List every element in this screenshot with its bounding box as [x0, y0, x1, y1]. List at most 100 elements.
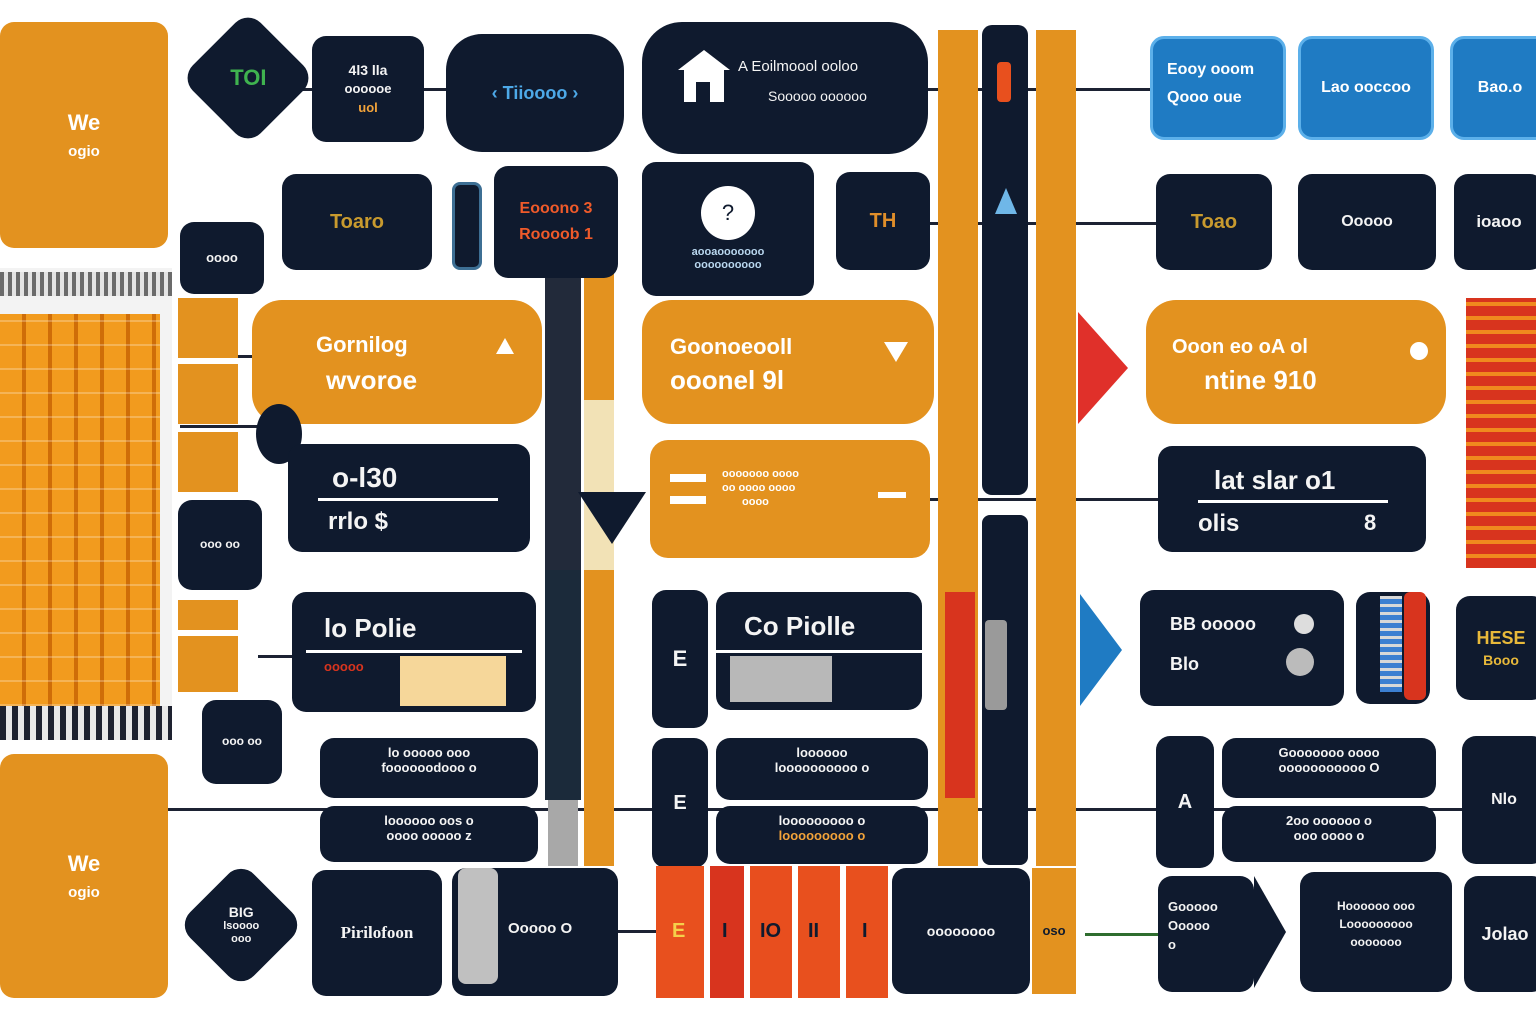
small-node-label: ooo oo	[200, 537, 240, 552]
pill-node[interactable]: ‹ Tiioooo ›	[446, 34, 624, 152]
chevron-down-icon	[884, 342, 908, 362]
orange-node[interactable]: ooooooo oooo oo oooo oooo oooo	[650, 440, 930, 558]
lightbulb-icon: ?	[701, 186, 755, 241]
node-label: ioaoo	[1476, 212, 1522, 232]
slider-handle[interactable]	[878, 492, 906, 498]
node-box[interactable]: Jolao	[1464, 876, 1536, 992]
dark-line: olis	[1198, 510, 1240, 537]
orange-small-line: ooooooo oooo	[722, 468, 799, 480]
header-node[interactable]: A Eoilmoool ooloo Sooooo oooooo	[642, 22, 928, 154]
node-line: Hoooooo ooo	[1337, 899, 1415, 913]
connector-line	[900, 498, 1160, 501]
node-box[interactable]: Pirilofoon	[312, 870, 442, 996]
node-box[interactable]: Ooooo	[1298, 174, 1436, 270]
orange-small-line: oo oooo oooo	[722, 482, 796, 494]
node-box[interactable]: ioaoo	[1454, 174, 1536, 270]
server-rack-image	[0, 268, 172, 740]
node-box[interactable]: Toaro	[282, 174, 432, 270]
diamond-node[interactable]: BIG lsoooo ooo	[177, 861, 305, 989]
node-label: Jolao	[1481, 923, 1529, 944]
node-label: Pirilofoon	[340, 923, 414, 943]
node-box[interactable]: oooooooo	[892, 868, 1030, 994]
small-node[interactable]: oooo	[180, 222, 264, 294]
dark-node[interactable]: o-l30 rrlo $	[288, 444, 530, 552]
node-box[interactable]: Hoooooo ooo Looooooooo ooooooo	[1300, 872, 1452, 992]
text-line: lo ooooo ooo	[387, 745, 471, 760]
node-box[interactable]: Toao	[1156, 174, 1272, 270]
orange-node[interactable]: Gornilog wvoroe	[252, 300, 542, 424]
small-node[interactable]: ooo oo	[202, 700, 282, 784]
corner-tile-bottom[interactable]: We ogio	[0, 754, 168, 998]
node-label: oooooooo	[926, 922, 996, 939]
text-node[interactable]: lo ooooo ooo foooooodooo o	[320, 738, 538, 798]
letter-node[interactable]: E	[652, 738, 708, 868]
blue-node[interactable]: Bao.o	[1450, 36, 1536, 140]
device-title: BB ooooo	[1170, 614, 1256, 634]
node-box[interactable]: 4l3 lla oooooe uol	[312, 36, 424, 142]
text-line: loooooooooo o	[774, 759, 870, 775]
dark-line: o-l30	[332, 462, 398, 493]
lightbulb-node[interactable]: ? aooaooooooo oooooooooo	[642, 162, 814, 296]
battery-label: I	[862, 920, 868, 942]
letter-label: A	[1177, 790, 1193, 813]
blue-label: Bao.o	[1477, 78, 1523, 96]
orange-node[interactable]: Ooon eo oA ol ntine 910	[1146, 300, 1446, 424]
node-box[interactable]: Nlo	[1462, 736, 1536, 864]
text-line: looooooooo o	[778, 827, 866, 843]
knob-icon[interactable]	[1286, 648, 1314, 676]
side-tab	[178, 600, 238, 630]
panel-node[interactable]: lo Polie ooooo	[292, 592, 536, 712]
alert-line: Roooob 1	[519, 226, 593, 243]
node-label: Toaro	[329, 210, 385, 233]
text-line: Gooooooo oooo	[1278, 745, 1380, 760]
letter-node[interactable]: E	[652, 590, 708, 728]
diamond-label: TOI	[229, 65, 267, 91]
alert-line: Eooono 3	[519, 199, 593, 217]
node-box[interactable]: HESE Booo	[1456, 596, 1536, 700]
letter-node[interactable]: A	[1156, 736, 1214, 868]
dark-node[interactable]: lat slar o1 olis 8	[1158, 446, 1426, 552]
small-node[interactable]: ooo oo	[178, 500, 262, 590]
diamond-line: ooo	[230, 933, 252, 946]
text-node[interactable]: loooooo loooooooooo o	[716, 738, 928, 800]
device-node[interactable]: BB ooooo Blo	[1140, 590, 1344, 706]
blue-node[interactable]: Lao ooccoo	[1298, 36, 1434, 140]
orange-line: Gornilog	[316, 332, 408, 357]
side-tab	[178, 432, 238, 492]
node-box[interactable]: Ooooo O	[452, 868, 618, 996]
text-node[interactable]: looooooooo o looooooooo o	[716, 806, 928, 864]
dark-line: rrlo $	[328, 508, 389, 535]
switch-toggle[interactable]	[452, 182, 482, 270]
orange-line: Ooon eo oA ol	[1172, 336, 1308, 358]
dark-line: 8	[1364, 510, 1377, 535]
alert-node[interactable]: Eooono 3 Roooob 1	[494, 166, 618, 278]
meter-node[interactable]	[1356, 592, 1430, 704]
connector-line	[258, 655, 298, 658]
node-box[interactable]: Gooooo Ooooo o	[1158, 876, 1254, 992]
orange-line: ntine 910	[1204, 365, 1317, 395]
blue-node[interactable]: Eooy ooom Qooo oue	[1150, 36, 1286, 140]
corner-tile-top[interactable]: We ogio	[0, 22, 168, 248]
panel-node[interactable]: Co Piolle	[716, 592, 922, 710]
text-node[interactable]: Gooooooo oooo ooooooooooo O	[1222, 738, 1436, 798]
orange-node[interactable]: Goonoeooll ooonel 9l	[642, 300, 934, 424]
text-node[interactable]: 2oo oooooo o ooo oooo o	[1222, 806, 1436, 862]
node-label: Toao	[1190, 210, 1238, 233]
text-node[interactable]: loooooo oos o oooo ooooo z	[320, 806, 538, 862]
record-icon	[1294, 614, 1314, 634]
node-line: Gooooo	[1168, 899, 1218, 914]
blue-line: Eooy ooom	[1167, 61, 1255, 78]
battery-group: E I IO II I	[656, 866, 888, 998]
diamond-node[interactable]: TOI	[180, 10, 316, 146]
tile-title: We	[67, 850, 101, 876]
lightbulb-line: aooaooooooo	[691, 246, 765, 259]
blue-line: Qooo oue	[1167, 89, 1242, 107]
diamond-line: lsoooo	[222, 920, 260, 933]
vertical-bar-red	[945, 592, 975, 798]
small-node-label: oooo	[206, 249, 238, 265]
node-box[interactable]: TH	[836, 172, 930, 270]
orange-line: ooonel 9l	[670, 365, 785, 395]
orange-line: wvoroe	[326, 365, 418, 395]
battery-label: E	[672, 920, 686, 942]
connector-line	[1085, 933, 1160, 936]
